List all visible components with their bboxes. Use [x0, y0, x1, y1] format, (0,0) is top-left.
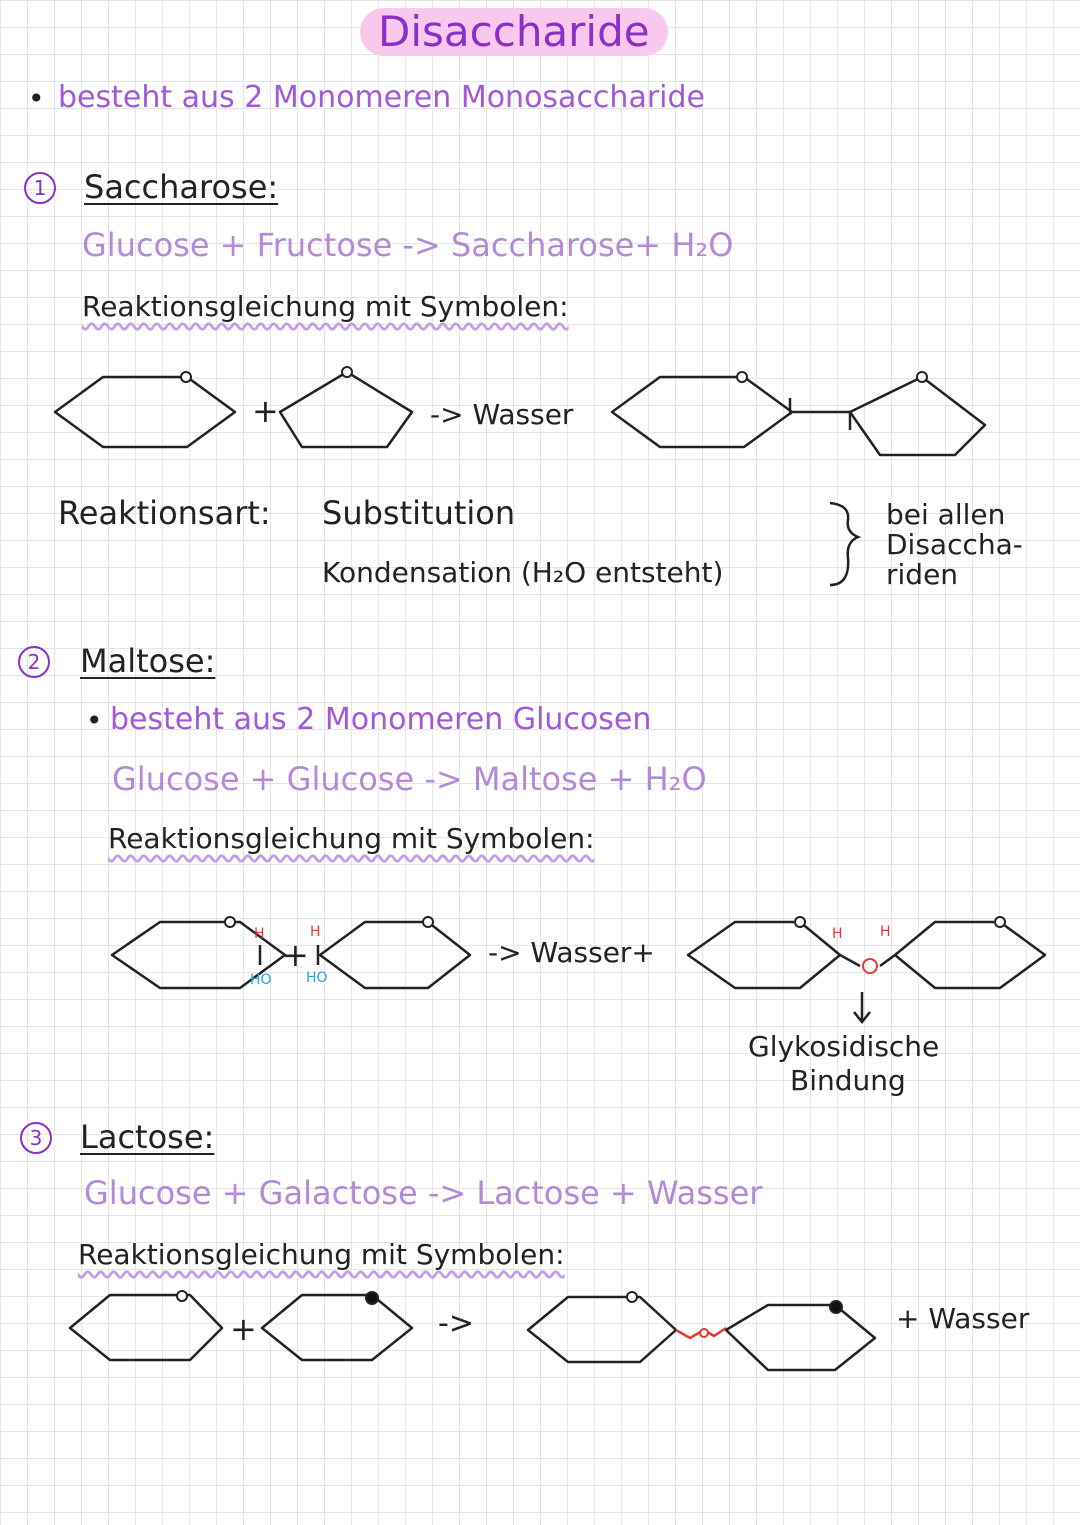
page-title: Disaccharide: [360, 8, 668, 56]
glucose-oxygen: [176, 1290, 188, 1302]
section-2-number: 2: [18, 646, 50, 678]
bond-label-line-2: Bindung: [790, 1064, 906, 1097]
fructose-pentagon: [278, 370, 414, 449]
lactose-hexagon-2: [724, 1303, 877, 1372]
reaction-type-condensation: Kondensation (H₂O entsteht): [322, 556, 724, 589]
reaction-type-label: Reaktionsart:: [58, 494, 271, 532]
saccharose-oxygen-1: [736, 371, 748, 383]
bond-label-arrowhead: [853, 1011, 871, 1025]
bond-label-line-1: Glykosidische: [748, 1030, 940, 1063]
section-1-arrow-label: -> Wasser: [430, 398, 574, 431]
glucose-1-hexagon: [110, 920, 287, 990]
h-left: H: [254, 926, 265, 942]
section-2-point: besteht aus 2 Monomeren Glucosen: [110, 702, 652, 737]
section-3-arrow: ->: [438, 1306, 474, 1341]
glucose-2-oxygen: [422, 916, 434, 928]
h-prod-2: H: [880, 924, 891, 940]
section-2-symbols-label: Reaktionsgleichung mit Symbolen:: [108, 822, 595, 855]
glucose-2-hexagon: [318, 920, 472, 990]
section-3-product-suffix: + Wasser: [896, 1302, 1030, 1335]
glucose-hexagon: [53, 375, 237, 449]
section-1-symbols-label: Reaktionsgleichung mit Symbolen:: [82, 290, 569, 323]
glycosidic-oxygen: [862, 958, 878, 974]
glucose-1-oxygen: [224, 916, 236, 928]
fructose-oxygen: [341, 366, 353, 378]
section-2-bullet: •: [86, 704, 103, 737]
section-3-number: 3: [20, 1122, 52, 1154]
galactose-hexagon: [260, 1293, 414, 1362]
maltose-bond-right: [879, 953, 896, 968]
section-1-plus: +: [252, 392, 279, 430]
h-right: H: [310, 924, 321, 940]
section-3-symbols-label: Reaktionsgleichung mit Symbolen:: [78, 1238, 565, 1271]
section-1-number: 1: [24, 172, 56, 204]
ho-right: HO: [306, 970, 328, 986]
section-2-word-equation: Glucose + Glucose -> Maltose + H₂O: [112, 760, 707, 798]
bracket-note-line-1: bei allen: [886, 498, 1006, 531]
galactose-oxygen: [365, 1291, 379, 1305]
intro-text: besteht aus 2 Monomeren Monosaccharide: [58, 80, 705, 115]
lactose-hexagon-1: [526, 1295, 678, 1364]
bracket-note-line-3: riden: [886, 558, 959, 591]
lactose-oxygen-2: [829, 1300, 843, 1314]
section-3-word-equation: Glucose + Galactose -> Lactose + Wasser: [84, 1174, 763, 1212]
maltose-oxygen-2: [994, 916, 1006, 928]
h-prod-1: H: [832, 926, 843, 942]
lactose-bond-oxygen: [699, 1328, 709, 1338]
lactose-oxygen-1: [626, 1291, 638, 1303]
saccharose-oxygen-2: [916, 371, 928, 383]
maltose-oxygen-1: [794, 916, 806, 928]
section-2-plus: +: [282, 936, 309, 974]
ho-left: HO: [250, 972, 272, 988]
section-1-word-equation: Glucose + Fructose -> Saccharose+ H₂O: [82, 226, 734, 264]
glucose-oxygen: [180, 371, 192, 383]
section-3-heading: Lactose:: [80, 1118, 215, 1156]
section-2-arrow-label: -> Wasser+: [488, 936, 655, 969]
glucose-hexagon: [68, 1293, 224, 1362]
bracket-note-line-2: Disaccha-: [886, 528, 1023, 561]
intro-bullet: •: [28, 82, 45, 115]
maltose-bond-left: [839, 953, 861, 968]
section-1-heading: Saccharose:: [84, 168, 279, 206]
saccharose-pentagon: [848, 375, 987, 457]
bracket: [829, 501, 862, 587]
reaction-type-substitution: Substitution: [322, 494, 516, 532]
section-2-heading: Maltose:: [80, 642, 216, 680]
maltose-hexagon-2: [893, 920, 1047, 990]
section-3-plus: +: [230, 1310, 257, 1348]
